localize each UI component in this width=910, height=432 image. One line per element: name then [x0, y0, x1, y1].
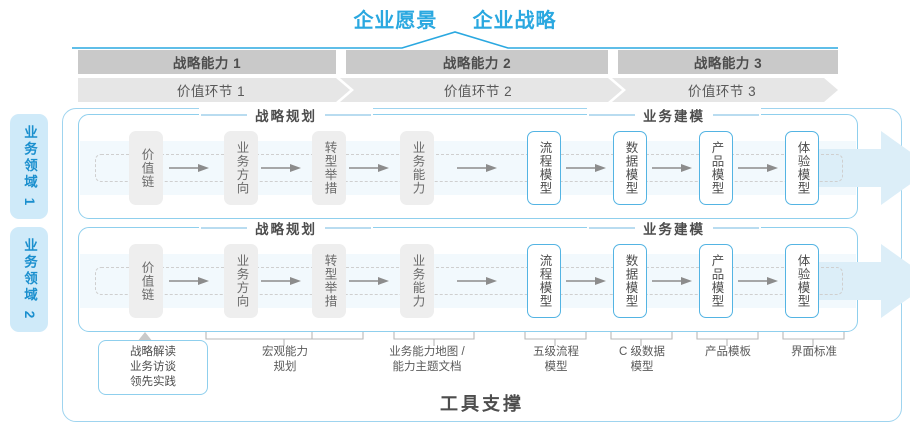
page-title: 企业愿景 企业战略 [0, 4, 910, 33]
capability-bar-3[interactable]: 战略能力 3 [618, 50, 838, 74]
title-enterprise-strategy: 企业战略 [472, 10, 557, 32]
bottom-label-process-model: 五级流程模型 [533, 346, 579, 373]
rule-left [201, 114, 247, 116]
title-enterprise-vision: 企业愿景 [353, 10, 438, 32]
node-process-model[interactable]: 流程模型 [527, 131, 561, 205]
rule-right [713, 114, 759, 116]
node-process-model[interactable]: 流程模型 [527, 244, 561, 318]
bottom-label-macro-capability: 宏观能力规划 [262, 346, 308, 373]
section-title-planning: 战略规划 [199, 106, 373, 124]
node-business-capability[interactable]: 业务能力 [400, 244, 434, 318]
step-arrow-icon [169, 277, 209, 285]
value-chain-label-3: 价值环节 3 [687, 84, 757, 99]
step-arrow-icon [566, 164, 606, 172]
tool-support-label: 工具支撑 [440, 394, 524, 414]
node-experience-model[interactable]: 体验模型 [785, 244, 819, 318]
step-arrow-icon [349, 277, 389, 285]
rule-right [325, 227, 371, 229]
node-transformation[interactable]: 转型举措 [312, 244, 346, 318]
bottom-label-data-model: C 级数据模型 [619, 346, 665, 373]
value-chain-bar-1[interactable]: 价值环节 1 [78, 78, 350, 102]
domain-label-2[interactable]: 业务领域 2 [10, 227, 48, 332]
step-arrow-icon [261, 164, 301, 172]
value-chain-bar-3[interactable]: 价值环节 3 [612, 78, 838, 102]
section-modeling-label: 业务建模 [643, 222, 705, 237]
bottom-label-strategy-interpretation: 战略解读业务访谈领先实践 [98, 340, 208, 395]
section-modeling-label: 业务建模 [643, 109, 705, 124]
rule-right [325, 114, 371, 116]
flow-track [95, 267, 843, 295]
bottom-label-ui-standard: 界面标准 [791, 346, 837, 358]
value-chain-label-1: 价值环节 1 [176, 84, 246, 99]
bottom-label-product-template: 产品模板 [705, 346, 751, 358]
node-business-direction[interactable]: 业务方向 [224, 244, 258, 318]
node-business-direction[interactable]: 业务方向 [224, 131, 258, 205]
bottom-label-capability-map: 业务能力地图 /能力主题文档 [389, 346, 465, 373]
step-arrow-icon [457, 277, 497, 285]
section-planning-label: 战略规划 [255, 222, 317, 237]
node-transformation[interactable]: 转型举措 [312, 131, 346, 205]
step-arrow-icon [738, 164, 778, 172]
step-arrow-icon [738, 277, 778, 285]
value-chain-label-2: 价值环节 2 [443, 84, 513, 99]
step-arrow-icon [261, 277, 301, 285]
section-planning-label: 战略规划 [255, 109, 317, 124]
step-arrow-icon [652, 164, 692, 172]
title-connector-line [72, 31, 838, 49]
value-chain-bars: 价值环节 1 价值环节 2 价值环节 3 [78, 78, 838, 102]
capability-bar-1[interactable]: 战略能力 1 [78, 50, 336, 74]
node-value-chain[interactable]: 价值链 [129, 131, 163, 205]
node-experience-model[interactable]: 体验模型 [785, 131, 819, 205]
node-product-model[interactable]: 产品模型 [699, 131, 733, 205]
section-title-modeling: 业务建模 [587, 106, 761, 124]
node-business-capability[interactable]: 业务能力 [400, 131, 434, 205]
step-arrow-icon [169, 164, 209, 172]
node-data-model[interactable]: 数据模型 [613, 244, 647, 318]
section-title-planning: 战略规划 [199, 219, 373, 237]
rule-left [589, 114, 635, 116]
strategic-capability-bars: 战略能力 1 战略能力 2 战略能力 3 [78, 50, 838, 74]
value-chain-bar-2[interactable]: 价值环节 2 [340, 78, 622, 102]
rule-right [713, 227, 759, 229]
step-arrow-icon [566, 277, 606, 285]
rule-left [201, 227, 247, 229]
node-value-chain[interactable]: 价值链 [129, 244, 163, 318]
domain-row-2: 战略规划 业务建模 价值链 业务方向 转型举措 业务能力 流程模型 数据模型 产… [78, 219, 910, 332]
node-data-model[interactable]: 数据模型 [613, 131, 647, 205]
step-arrow-icon [457, 164, 497, 172]
capability-bar-2[interactable]: 战略能力 2 [346, 50, 608, 74]
step-arrow-icon [652, 277, 692, 285]
domain-label-1[interactable]: 业务领域 1 [10, 114, 48, 219]
step-arrow-icon [349, 164, 389, 172]
flow-track [95, 154, 843, 182]
domain-row-1: 战略规划 业务建模 价值链 业务方向 转型举措 业务能力 流程模型 数据模型 产… [78, 106, 910, 219]
rule-left [589, 227, 635, 229]
node-product-model[interactable]: 产品模型 [699, 244, 733, 318]
section-title-modeling: 业务建模 [587, 219, 761, 237]
